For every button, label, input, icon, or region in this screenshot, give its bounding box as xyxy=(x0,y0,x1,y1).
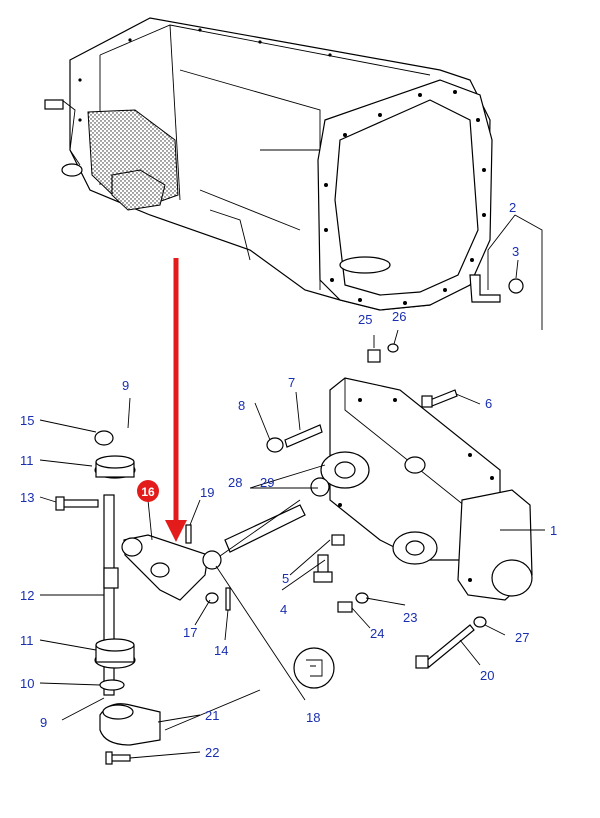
callout-12: 12 xyxy=(20,588,34,603)
shift-shaft-assembly xyxy=(55,430,161,765)
callout-26: 26 xyxy=(392,309,406,324)
callout-7: 7 xyxy=(288,375,295,390)
callout-13: 13 xyxy=(20,490,34,505)
callout-25: 25 xyxy=(358,312,372,327)
callout-9a: 9 xyxy=(122,378,129,393)
callout-6: 6 xyxy=(485,396,492,411)
callout-11a: 11 xyxy=(20,453,34,468)
callout-21: 21 xyxy=(205,708,219,723)
callout-18: 18 xyxy=(306,710,320,725)
callout-9b: 9 xyxy=(40,715,47,730)
callout-16: 16 xyxy=(141,485,155,499)
highlight-arrow xyxy=(165,258,187,542)
callout-3: 3 xyxy=(512,244,519,259)
callout-29: 29 xyxy=(260,475,274,490)
callout-27: 27 xyxy=(515,630,529,645)
callout-28: 28 xyxy=(228,475,242,490)
callout-10: 10 xyxy=(20,676,34,691)
side-cover-housing xyxy=(320,377,533,601)
callout-5: 5 xyxy=(282,571,289,586)
selector-shaft xyxy=(224,274,524,689)
callout-16-badge xyxy=(137,480,159,502)
callout-19: 19 xyxy=(200,485,214,500)
callout-14: 14 xyxy=(214,643,228,658)
callout-labels: 1 2 3 4 5 6 7 8 9 9 10 11 11 12 13 14 15… xyxy=(20,200,557,760)
transmission-housing xyxy=(44,17,493,311)
callout-11b: 11 xyxy=(20,633,34,648)
callout-2: 2 xyxy=(509,200,516,215)
callout-23: 23 xyxy=(403,610,417,625)
callout-20: 20 xyxy=(480,668,494,683)
callout-1: 1 xyxy=(550,523,557,538)
leader-lines xyxy=(39,214,545,759)
callout-17: 17 xyxy=(183,625,197,640)
callout-24: 24 xyxy=(370,626,384,641)
callout-4: 4 xyxy=(280,602,287,617)
callout-8: 8 xyxy=(238,398,245,413)
callout-22: 22 xyxy=(205,745,219,760)
lever-part-16 xyxy=(121,524,231,611)
callout-15: 15 xyxy=(20,413,34,428)
